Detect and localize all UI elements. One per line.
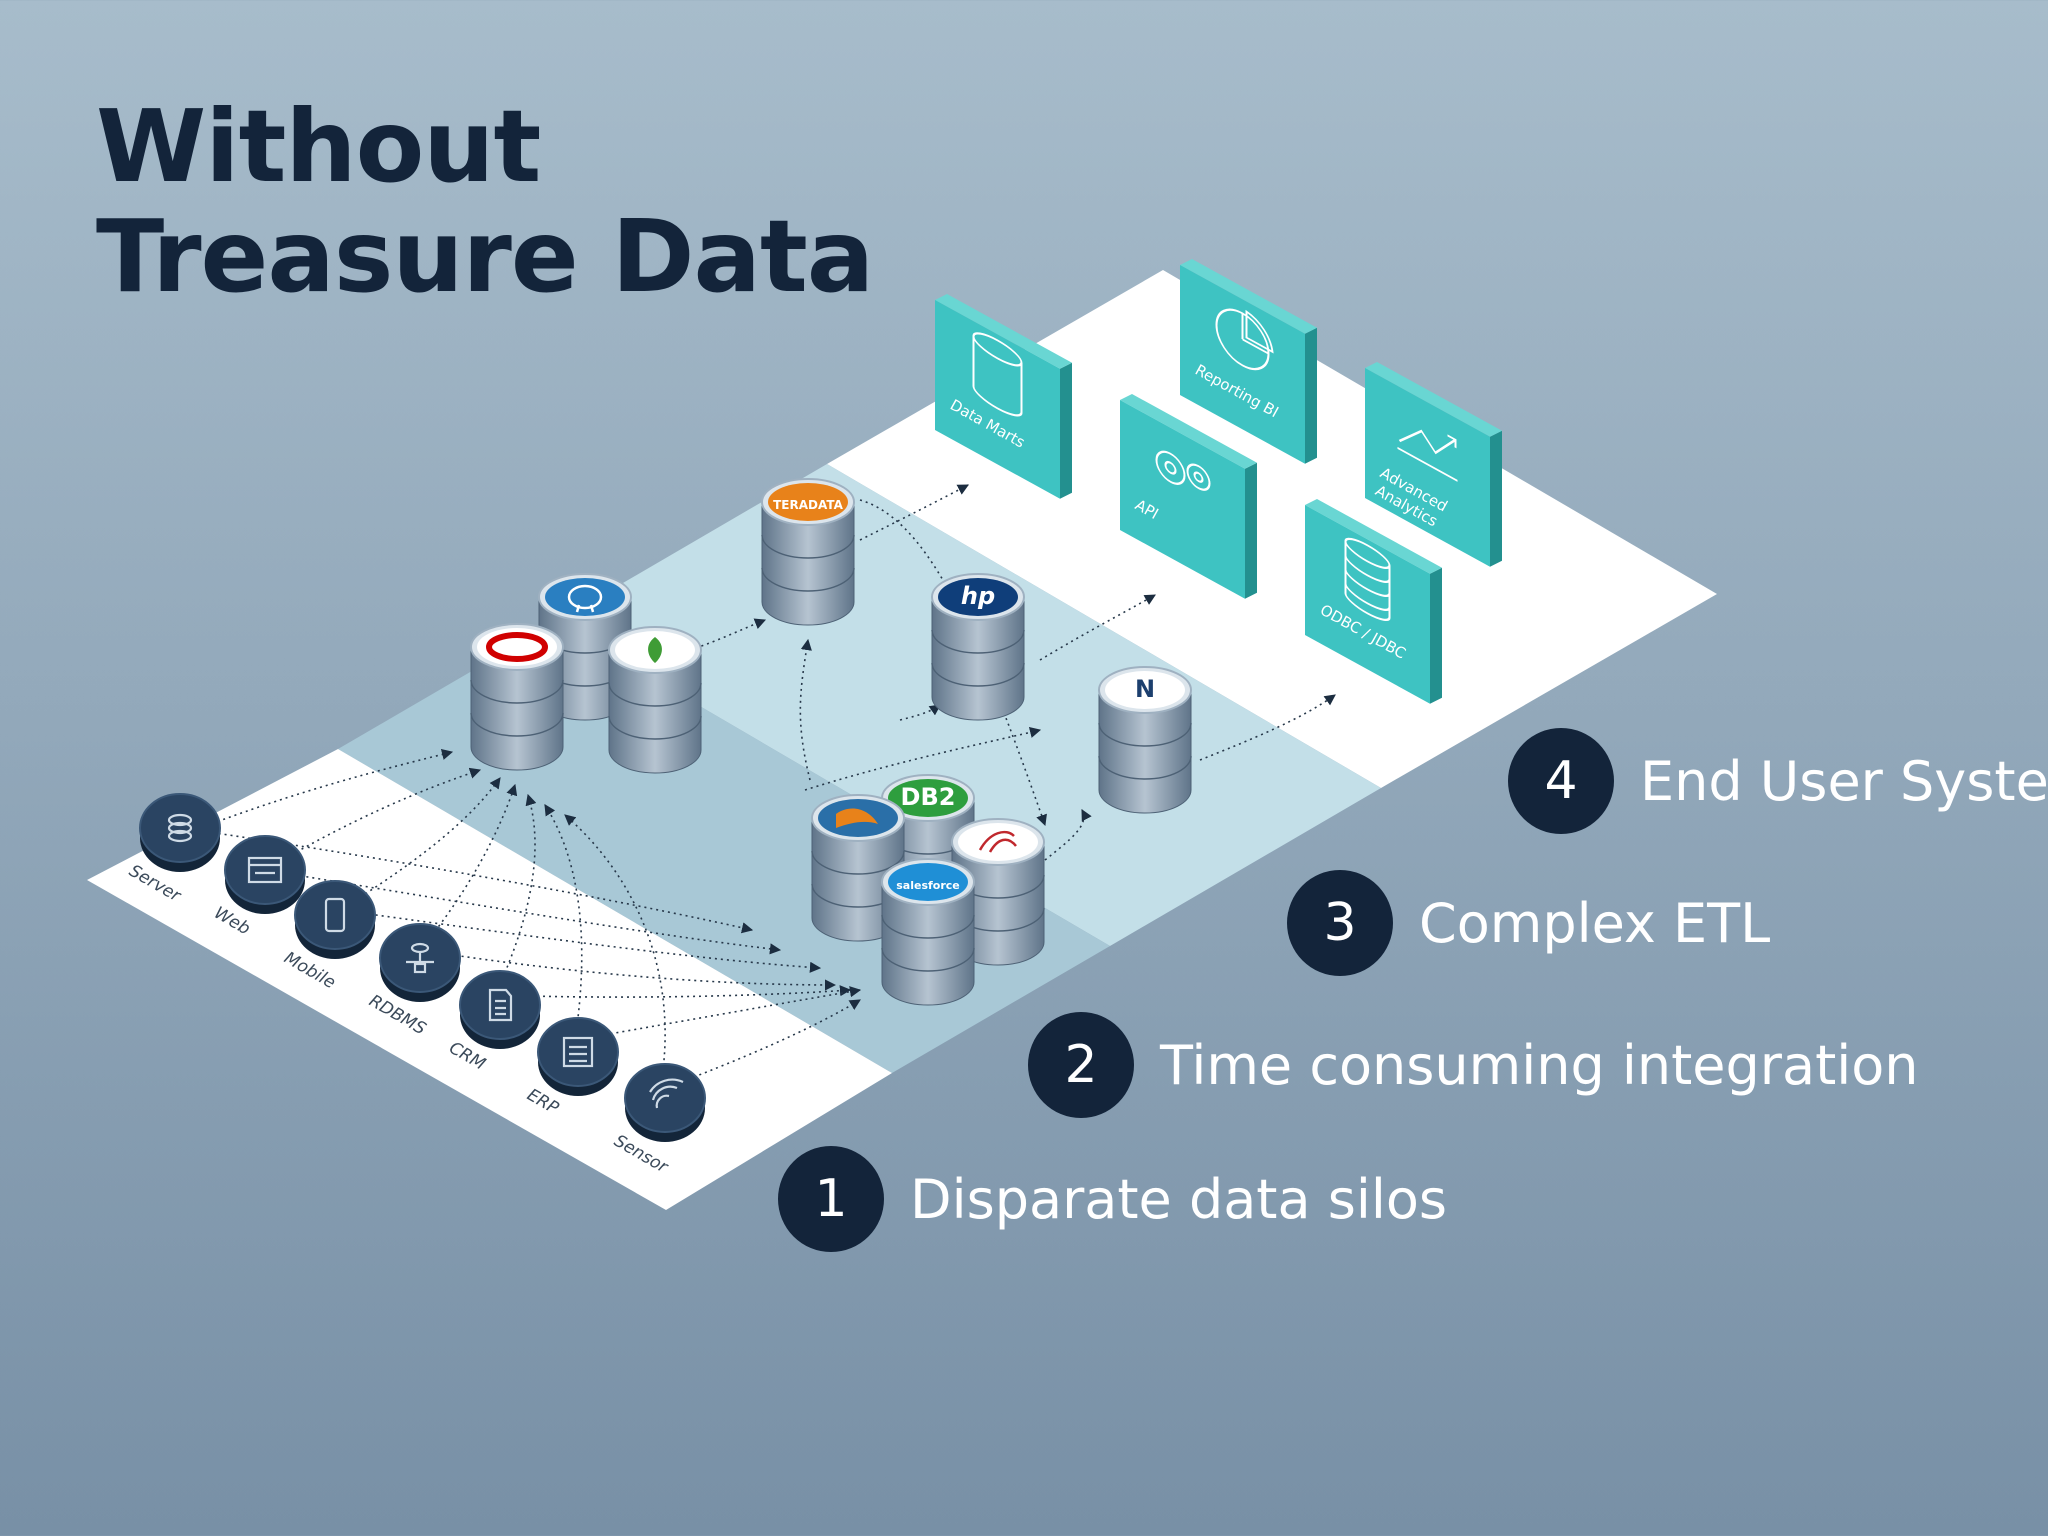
sql-server-logo [978,830,1017,853]
hp-database-cylinder: hp [931,573,1025,721]
flow-line [899,704,941,721]
flow-line [339,777,501,911]
form-list-icon [562,1036,594,1068]
mongodb-logo [648,637,662,663]
title-line-2: Treasure Data [96,198,874,315]
source-crm: CRM [446,970,541,1075]
flow-line [799,638,812,781]
network-database-icon [406,942,434,974]
step-4-badge: 4 End User System [1508,728,2048,834]
source-sensor: Sensor [611,1063,706,1178]
line-chart-icon [1397,429,1458,482]
oracle-logo [486,632,548,662]
gears-icon [1155,450,1211,491]
flow-line [859,484,969,541]
title-line-1: Without [96,88,541,205]
netezza-logo: N [1135,675,1155,703]
svg-text:salesforce: salesforce [896,879,960,892]
step-2-badge: 2 Time consuming integration [1028,1012,1919,1118]
cylinder-icon [972,332,1023,417]
step-4-label: End User System [1640,749,2048,813]
database-stack-icon [1344,537,1391,621]
source-rdbms: RDBMS [366,923,461,1039]
hp-logo: hp [961,582,995,610]
flow-line [1039,594,1156,661]
pie-chart-icon [1215,308,1274,371]
database-icon [167,813,193,843]
tile-data-marts: Data Marts [935,294,1072,499]
flow-line [494,985,852,998]
flow-line [194,829,754,934]
flow-line [1199,694,1336,761]
flow-line [564,814,666,1091]
source-web: Web [211,835,306,939]
svg-text:DB2: DB2 [901,783,956,811]
browser-window-icon [247,856,283,884]
step-3-badge: 3 Complex ETL [1287,870,1770,976]
mongodb-database-cylinder [608,626,702,774]
teradata-logo: TERADATA [773,498,843,512]
mysql-logo [836,808,878,828]
salesforce-logo: salesforce [896,879,960,892]
sql-server-database-cylinder [951,818,1045,966]
wireless-signal-icon [649,1078,684,1109]
step-3-label: Complex ETL [1419,891,1771,955]
postgresql-logo [567,584,603,613]
flow-line [339,909,822,973]
step-4-number: 4 [1508,728,1614,834]
page-title: Without Treasure Data [96,88,874,315]
flow-line [264,767,482,871]
tile-api: API [1120,394,1257,599]
svg-text:hp: hp [961,582,995,610]
step-2-number: 2 [1028,1012,1134,1118]
mysql-database-cylinder [811,794,905,942]
teradata-database-cylinder: TERADATA [761,478,855,626]
db2-logo: DB2 [901,783,956,811]
document-icon [488,988,513,1022]
flow-line [544,804,583,1041]
svg-text:N: N [1135,675,1155,703]
database-cylinders: TERADATA hpN DB2 salesforce [470,478,1192,1006]
source-server: Server [126,793,221,907]
netezza-database-cylinder: N [1098,666,1192,814]
step-1-label: Disparate data silos [910,1167,1448,1231]
flow-line [804,727,1042,791]
oracle-database-cylinder [470,623,564,771]
step-1-badge: 1 Disparate data silos [778,1146,1447,1252]
mobile-phone-icon [324,897,346,933]
step-3-number: 3 [1287,870,1393,976]
step-2-label: Time consuming integration [1160,1033,1919,1097]
svg-text:TERADATA: TERADATA [773,498,843,512]
flow-line [859,499,1047,827]
salesforce-database-cylinder: salesforce [881,858,975,1006]
flow-line [689,618,767,651]
step-1-number: 1 [778,1146,884,1252]
